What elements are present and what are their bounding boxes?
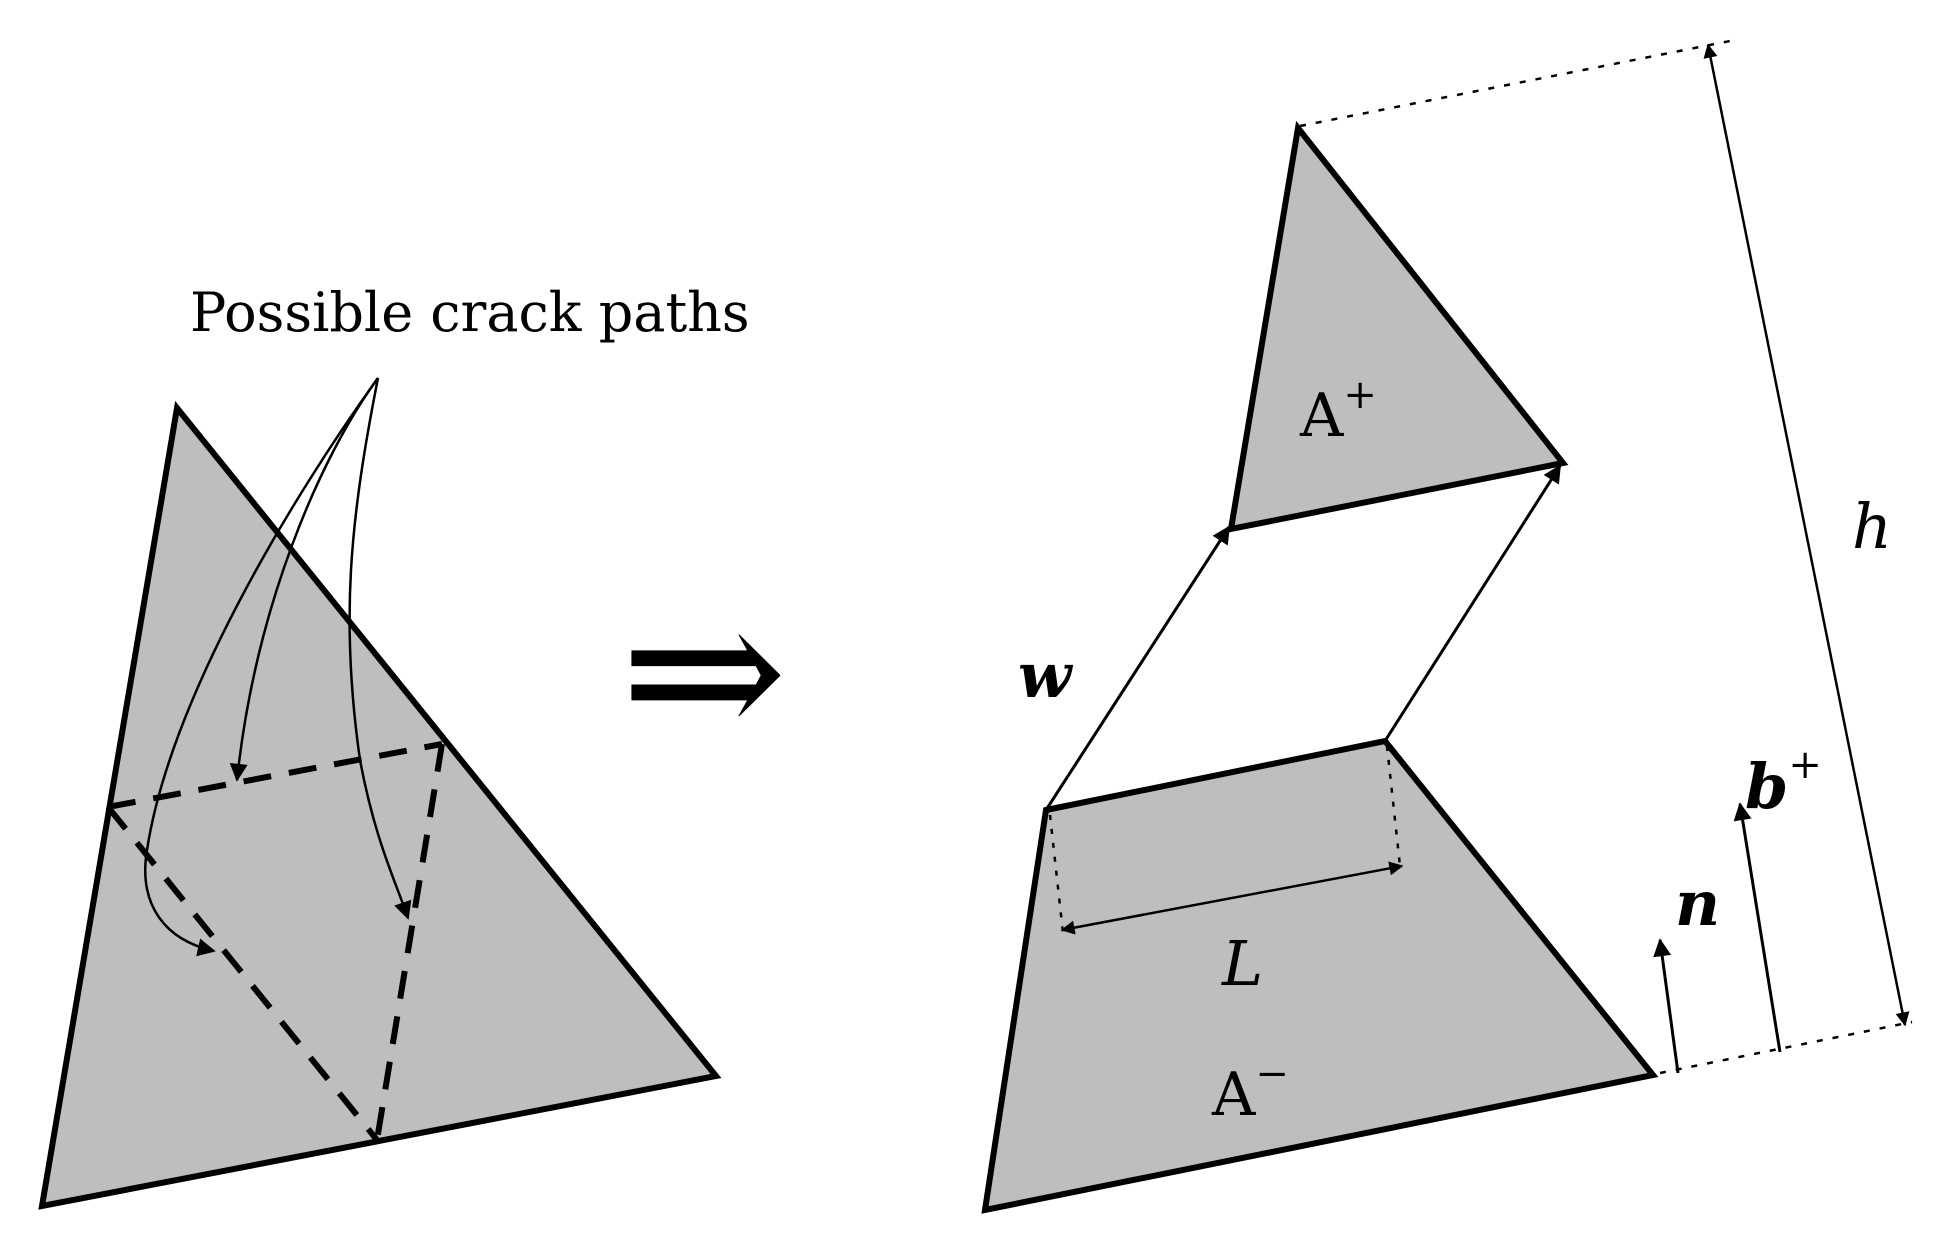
pointer-to-top-path	[229, 377, 380, 782]
l-arrow	[1060, 861, 1404, 935]
w-label: w	[1018, 639, 1074, 712]
split-triangle-group: A+ A− w L h n	[981, 38, 1913, 1214]
a-minus-label: A−	[1211, 1051, 1289, 1130]
length-dimension	[1048, 745, 1404, 935]
h-bottom-dotted	[1659, 1020, 1913, 1075]
crack-path-top	[107, 741, 443, 810]
crack-path-right	[374, 743, 445, 1141]
crack-path-dashes	[105, 741, 445, 1142]
h-arrow	[1703, 43, 1910, 1027]
l-label: L	[1221, 927, 1263, 1000]
crack-paths-caption: Possible crack paths	[190, 281, 750, 344]
crack-path-left	[105, 805, 380, 1142]
a-minus-piece	[981, 737, 1659, 1214]
a-plus-label: A+	[1299, 372, 1377, 451]
displacement-arrows	[1044, 464, 1562, 811]
pointer-to-left-path	[144, 377, 380, 957]
pointer-to-right-path	[348, 377, 412, 920]
implies-arrow-icon: ⇒	[620, 555, 788, 788]
n-label: n	[1675, 867, 1720, 940]
b-plus-label: b+	[1745, 742, 1822, 823]
w-arrow-left	[1044, 525, 1231, 811]
h-label: h	[1852, 490, 1892, 563]
caption-pointers	[144, 377, 412, 957]
height-dimension	[1299, 38, 1913, 1075]
original-triangle-group: Possible crack paths	[38, 281, 750, 1210]
normal-vectors	[1653, 802, 1782, 1074]
original-triangle	[38, 400, 722, 1210]
w-arrow-right	[1383, 464, 1562, 742]
n-arrow	[1653, 938, 1680, 1074]
b-plus-arrow	[1733, 802, 1782, 1053]
h-top-dotted	[1299, 38, 1736, 128]
a-plus-piece	[1227, 120, 1569, 533]
l-extension-right	[1385, 745, 1402, 867]
